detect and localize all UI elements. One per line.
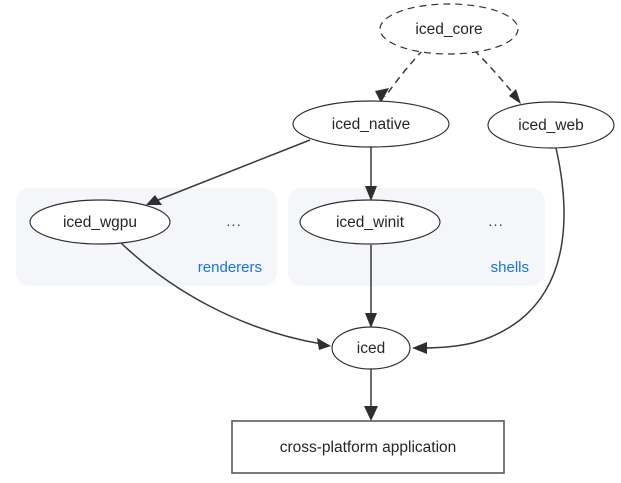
node-iced-web[interactable]: iced_web <box>487 101 615 149</box>
node-iced-core-label: iced_core <box>415 21 482 38</box>
edge-winit-to-iced <box>365 245 377 328</box>
node-iced[interactable]: iced <box>331 326 411 370</box>
edge-core-to-native-arrowhead <box>375 88 389 103</box>
renderers-ellipsis-label: ... <box>226 213 242 230</box>
edge-native-to-winit <box>365 147 377 201</box>
edge-core-to-web-line <box>473 49 518 99</box>
node-iced-winit-label: iced_winit <box>336 214 405 231</box>
edge-core-to-web-arrowhead <box>509 89 521 104</box>
edge-native-to-winit-arrowhead <box>365 186 377 201</box>
edge-web-to-iced-arrowhead <box>412 342 427 354</box>
edge-web-to-iced-line <box>420 147 565 349</box>
node-iced-core-shape[interactable] <box>379 3 519 55</box>
node-iced-label: iced <box>357 340 385 357</box>
node-iced-wgpu-shape[interactable] <box>29 199 171 245</box>
edge-winit-to-iced-arrowhead <box>365 313 377 328</box>
node-iced-web-shape[interactable] <box>487 101 615 149</box>
cluster-shells-label: shells <box>491 259 529 276</box>
edge-wgpu-to-iced <box>119 241 331 350</box>
edge-iced-to-app-arrowhead <box>364 406 378 421</box>
node-iced-web-label: iced_web <box>518 117 584 134</box>
node-iced-native-label: iced_native <box>332 116 410 133</box>
edge-iced-to-app <box>364 369 378 421</box>
node-iced-core[interactable]: iced_core <box>379 3 519 55</box>
edge-native-to-wgpu-arrowhead <box>146 195 162 205</box>
shells-ellipsis-label: ... <box>488 213 504 230</box>
node-cross-platform-application-shape[interactable] <box>231 420 505 474</box>
edge-core-to-web <box>473 49 521 104</box>
node-iced-winit[interactable]: iced_winit <box>299 199 441 245</box>
edge-core-to-native <box>375 49 424 103</box>
edge-native-to-wgpu-line <box>152 139 311 203</box>
node-iced-winit-shape[interactable] <box>299 199 441 245</box>
node-cross-platform-application[interactable]: cross-platform application <box>231 420 505 474</box>
edge-wgpu-to-iced-line <box>119 241 323 345</box>
edge-web-to-iced <box>412 147 565 354</box>
cluster-renderers-label: renderers <box>198 259 262 276</box>
node-iced-native[interactable]: iced_native <box>292 100 450 148</box>
node-iced-native-shape[interactable] <box>292 100 450 148</box>
edge-native-to-wgpu <box>146 139 311 205</box>
node-iced-wgpu[interactable]: iced_wgpu <box>29 199 171 245</box>
node-iced-wgpu-label: iced_wgpu <box>63 214 137 231</box>
node-iced-shape[interactable] <box>331 326 411 370</box>
node-cross-platform-application-label: cross-platform application <box>280 439 457 456</box>
edge-core-to-native-line <box>384 49 424 98</box>
edge-wgpu-to-iced-arrowhead <box>317 338 331 350</box>
